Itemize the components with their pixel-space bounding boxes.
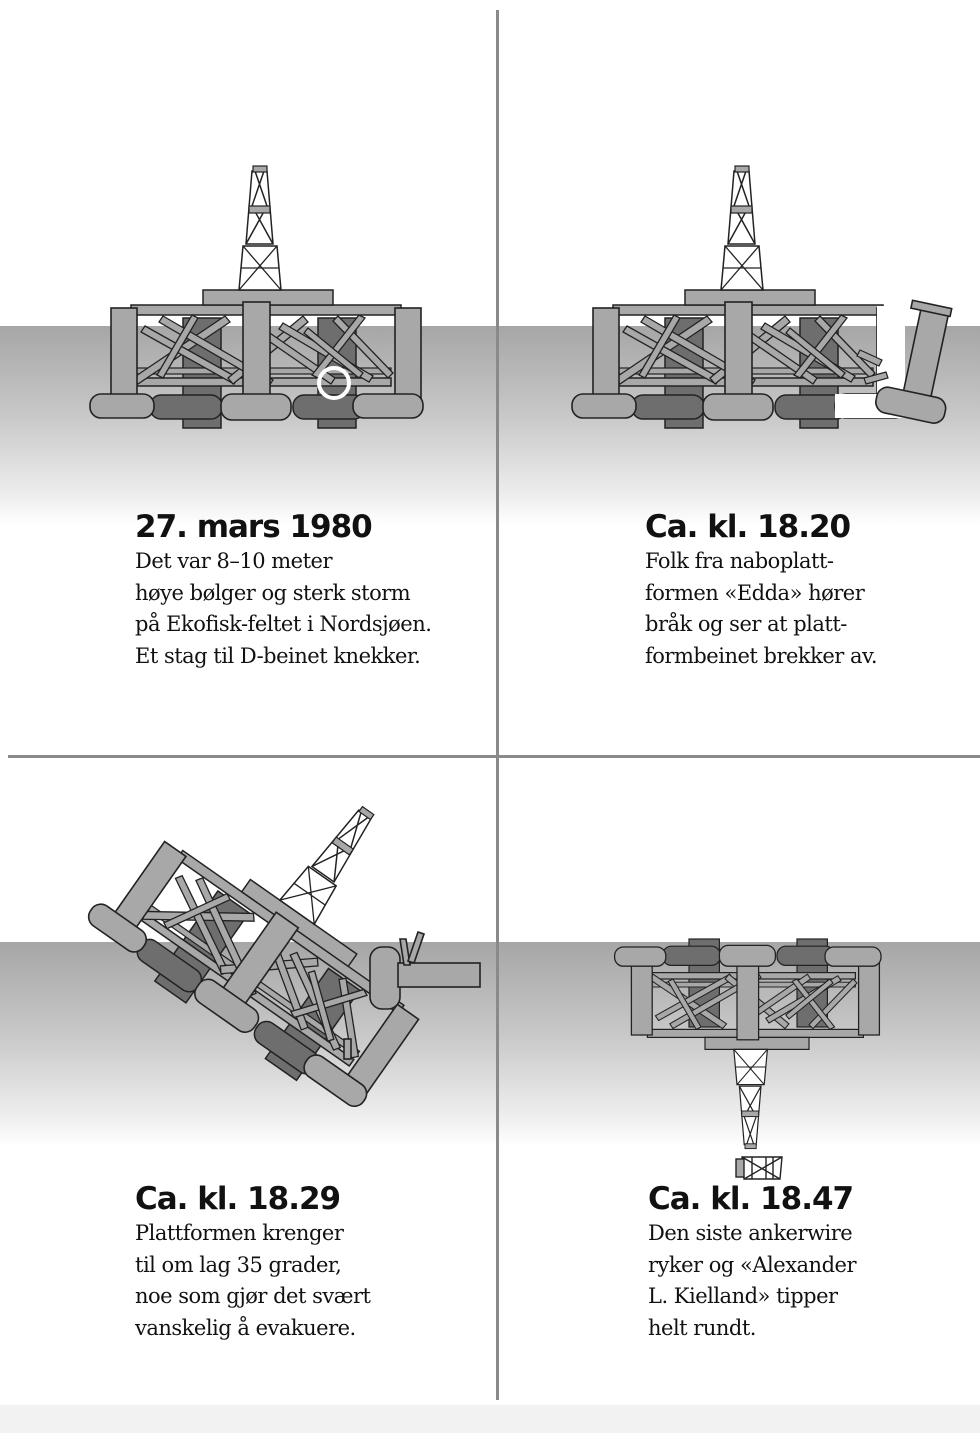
panel-title: 27. mars 1980 [135,509,373,545]
broken-leg [875,299,953,424]
panel-4: Ca. kl. 18.47 Den siste ankerwire ryker … [490,717,980,1433]
caption-3: Ca. kl. 18.29 Plattformen krenger til om… [135,1180,475,1344]
panel-2: Ca. kl. 18.20 Folk fra naboplatt- formen… [490,0,980,716]
panel-text: Folk fra naboplatt- formen «Edda» hører … [645,549,878,668]
platform-upright [89,165,424,429]
caption-2: Ca. kl. 18.20 Folk fra naboplatt- formen… [645,508,980,672]
horizontal-divider [8,755,980,758]
panel-text: Plattformen krenger til om lag 35 grader… [135,1221,371,1340]
panel-title: Ca. kl. 18.47 [648,1181,854,1217]
caption-1: 27. mars 1980 Det var 8–10 meter høye bø… [135,508,475,672]
footer-band [0,1405,980,1433]
platform-listing [77,717,490,1120]
fracture-marker [317,366,351,400]
platform-capsized [613,938,882,1180]
panel-1: 27. mars 1980 Det var 8–10 meter høye bø… [0,0,490,716]
vertical-divider [496,10,499,1400]
panel-3: Ca. kl. 18.29 Plattformen krenger til om… [0,717,490,1433]
broken-leg [343,930,481,1060]
broken-derrick [735,1156,783,1180]
panel-text: Det var 8–10 meter høye bølger og sterk … [135,549,432,668]
panel-title: Ca. kl. 18.29 [135,1181,341,1217]
caption-4: Ca. kl. 18.47 Den siste ankerwire ryker … [648,1180,980,1344]
panel-title: Ca. kl. 18.20 [645,509,851,545]
panel-text: Den siste ankerwire ryker og «Alexander … [648,1221,857,1340]
platform-leg-breaking [571,165,953,429]
